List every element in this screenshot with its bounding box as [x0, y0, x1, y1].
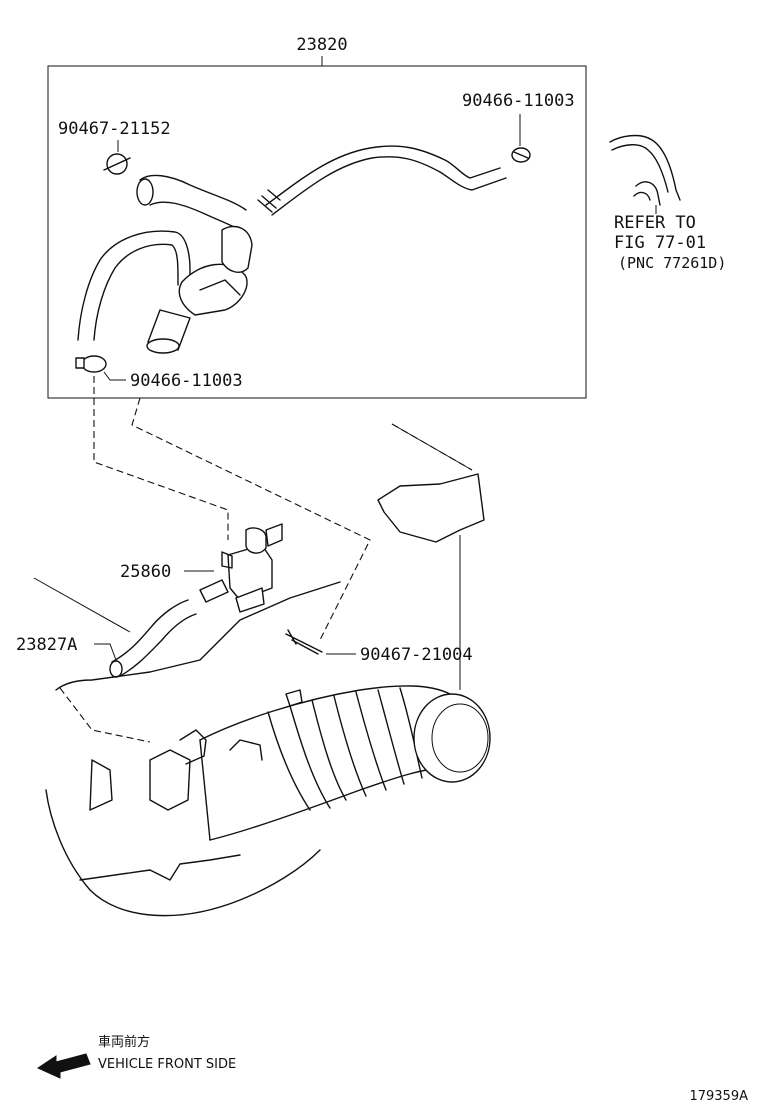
label-clip[interactable]: 90467-21004 — [360, 645, 473, 665]
label-refer-line1[interactable]: REFER TO — [614, 213, 696, 233]
hose-23827a — [109, 599, 197, 678]
leader-hose — [94, 643, 117, 661]
assembly-box — [47, 56, 587, 399]
clip-part — [285, 629, 323, 655]
direction-label-en: VEHICLE FRONT SIDE — [98, 1057, 236, 1072]
plug-part — [103, 153, 131, 175]
arrow-left-icon — [36, 1053, 91, 1079]
label-hose-clamp-top[interactable]: 90466-11003 — [462, 91, 575, 111]
direction-label-jp: 車両前方 — [98, 1034, 150, 1050]
label-assembly[interactable]: 23820 — [296, 35, 347, 55]
label-hose-clamp-bottom[interactable]: 90466-11003 — [130, 371, 243, 391]
hose-clamp-top — [511, 147, 531, 163]
intake-duct — [179, 685, 491, 841]
vsv-part — [199, 523, 283, 613]
label-refer-line3[interactable]: (PNC 77261D) — [618, 254, 726, 272]
label-vsv[interactable]: 25860 — [120, 562, 171, 582]
hose-assembly — [77, 145, 507, 354]
engine-outline — [33, 423, 485, 917]
hose-clamp-bottom — [75, 355, 107, 373]
label-refer-line2[interactable]: FIG 77-01 — [614, 233, 706, 253]
label-plug[interactable]: 90467-21152 — [58, 119, 171, 139]
refer-hose — [609, 134, 681, 214]
label-hose[interactable]: 23827A — [16, 635, 77, 655]
illustration-id: 179359A — [689, 1089, 748, 1104]
leader-hose-clamp-bottom — [103, 371, 126, 381]
